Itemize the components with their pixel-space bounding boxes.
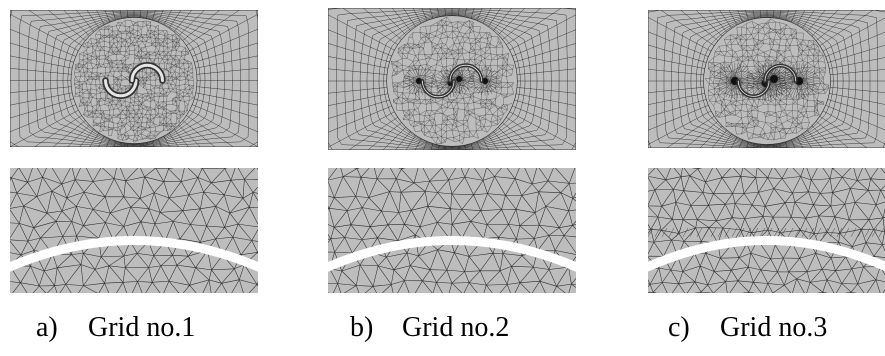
tip-refinement-4 [469, 66, 502, 96]
caption-a: a) Grid no.1 [36, 312, 195, 344]
caption-a-label: a) [36, 312, 58, 343]
caption-c: c) Grid no.3 [668, 312, 827, 344]
overview-mesh-a [10, 10, 258, 147]
overview-mesh-c [648, 10, 885, 148]
caption-b-title: Grid no.2 [402, 312, 510, 343]
overview-mesh-b-svg [328, 8, 576, 150]
zoom-triangles [648, 168, 885, 293]
tip-core [769, 74, 779, 84]
blade-2 [130, 63, 165, 82]
zoom-mesh-c [648, 168, 885, 293]
overview-mesh-b [328, 8, 576, 150]
outer-structured-grid [10, 10, 258, 147]
caption-b-label: b) [350, 312, 374, 343]
blade-2 [449, 64, 483, 82]
outer-structured-grid [328, 8, 576, 150]
zoom-domain [328, 168, 576, 293]
zoom-mesh-b [328, 168, 576, 293]
sliding-interface-gap [648, 236, 885, 272]
interface-refinement [648, 227, 885, 237]
tip-refinement-3 [443, 64, 476, 94]
tip-refinement-4 [779, 63, 820, 99]
savonius-blades [420, 63, 484, 99]
outer-structured-grid [648, 10, 885, 148]
blade-2 [764, 65, 797, 82]
zoom-mesh-a [10, 168, 258, 293]
overview-mesh-a-svg [10, 10, 258, 147]
zoom-mesh-b-svg [328, 168, 576, 293]
tip-core [456, 75, 463, 83]
sliding-interface-gap [10, 236, 258, 272]
savonius-blades [102, 62, 166, 99]
caption-c-label: c) [668, 312, 690, 343]
blade-1 [421, 80, 455, 98]
savonius-blades [736, 63, 798, 99]
rotor-unstructured-mesh [390, 16, 514, 144]
blade-1 [103, 79, 138, 98]
zoom-domain [10, 168, 258, 293]
zoom-mesh-c-svg [648, 168, 885, 293]
overview-mesh-c-svg [648, 10, 885, 148]
caption-c-title: Grid no.3 [720, 312, 828, 343]
blade-1 [737, 80, 770, 97]
tip-refinement-1 [714, 63, 755, 99]
caption-a-title: Grid no.1 [88, 312, 196, 343]
sliding-interface-gap [328, 236, 576, 272]
caption-b: b) Grid no.2 [350, 312, 509, 344]
zoom-mesh-a-svg [10, 168, 258, 293]
